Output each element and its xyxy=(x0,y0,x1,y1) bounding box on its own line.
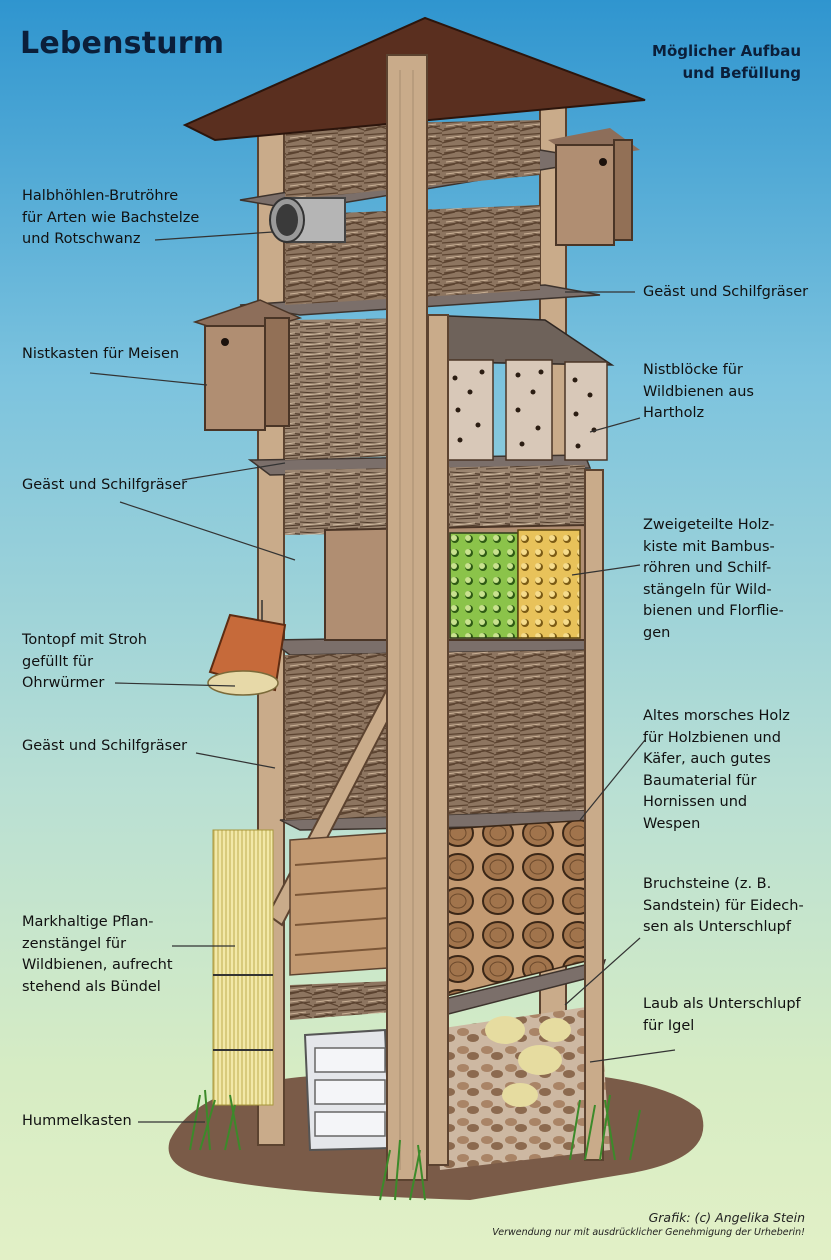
label-line: stehend als Bündel xyxy=(22,978,161,995)
label-line: zenstängel für xyxy=(22,935,127,952)
label-line: Laub als Unterschlupf xyxy=(643,996,801,1012)
label-line: gen xyxy=(643,624,671,641)
label-line: Sandstein) für Eidech- xyxy=(643,897,804,914)
label-line: Geäst und Schilfgräser xyxy=(22,477,188,493)
label-holzkiste: Zweigeteilte Holz- kiste mit Bambus- röh… xyxy=(643,515,784,644)
label-laub: Laub als Unterschlupf für Igel xyxy=(643,994,801,1037)
label-line: Ohrwürmer xyxy=(22,675,105,691)
label-bruchsteine: Bruchsteine (z. B. Sandstein) für Eidech… xyxy=(643,874,804,939)
label-line: Wildbienen, aufrecht xyxy=(22,957,173,973)
label-nistbloecke: Nistblöcke für Wildbienen aus Hartholz xyxy=(643,360,754,425)
image-credit: Grafik: (c) Angelika Stein Verwendung nu… xyxy=(492,1210,805,1238)
label-morsches-holz: Altes morsches Holz für Holzbienen und K… xyxy=(643,706,790,835)
label-geaest-mid: Geäst und Schilfgräser xyxy=(22,475,187,497)
label-line: Käfer, auch gutes xyxy=(643,751,771,767)
label-line: Tontopf mit Stroh xyxy=(22,632,147,648)
leader-lines xyxy=(89,231,676,1123)
label-line: für Holzbienen und xyxy=(643,729,781,746)
label-nistkasten: Nistkasten für Meisen xyxy=(22,344,179,366)
page-title: Lebensturm xyxy=(20,26,225,61)
divided-wooden-box xyxy=(324,523,586,641)
credit-author: Grafik: (c) Angelika Stein xyxy=(648,1210,805,1225)
nesting-tube xyxy=(269,197,346,243)
label-line: Hummelkasten xyxy=(22,1113,132,1129)
bumblebee-box xyxy=(303,1028,392,1152)
label-line: Hornissen und xyxy=(643,794,748,810)
subtitle-line-2: und Befüllung xyxy=(682,64,801,82)
subtitle-line-1: Möglicher Aufbau xyxy=(652,42,801,60)
label-line: Geäst und Schilfgräser xyxy=(643,284,809,300)
label-hummelkasten: Hummelkasten xyxy=(22,1111,132,1133)
clay-pot xyxy=(207,600,287,696)
post-front-right xyxy=(584,469,604,1161)
credit-usage-note: Verwendung nur mit ausdrücklicher Genehm… xyxy=(492,1227,805,1238)
label-line: Wildbienen aus xyxy=(643,383,754,400)
label-line: Baumaterial für xyxy=(643,772,757,789)
label-line: bienen und Florflie- xyxy=(643,603,784,619)
label-halbhoehlen: Halbhöhlen-Brutröhre für Arten wie Bachs… xyxy=(22,186,199,251)
label-line: Altes morsches Holz xyxy=(643,708,790,724)
label-line: Halbhöhlen-Brutröhre xyxy=(22,188,179,204)
label-line: kiste mit Bambus- xyxy=(643,538,775,555)
label-line: für Arten wie Bachstelze xyxy=(22,209,200,226)
label-tontopf: Tontopf mit Stroh gefüllt für Ohrwürmer xyxy=(22,630,147,695)
post-front-center xyxy=(386,54,428,1181)
birdbox-tits xyxy=(192,299,303,431)
label-line: Markhaltige Pflan- xyxy=(22,914,154,930)
label-line: Geäst und Schilfgräser xyxy=(22,738,188,754)
label-line: Nistblöcke für xyxy=(643,362,743,378)
label-line: Nistkasten für Meisen xyxy=(22,346,180,362)
label-line: Zweigeteilte Holz- xyxy=(643,517,775,533)
label-line: gefüllt für xyxy=(22,653,94,670)
label-line: Wespen xyxy=(643,815,701,832)
label-geaest-top: Geäst und Schilfgräser xyxy=(643,282,808,304)
page-subtitle: Möglicher Aufbau und Befüllung xyxy=(652,40,801,84)
label-geaest-low: Geäst und Schilfgräser xyxy=(22,736,187,758)
label-line: Bruchsteine (z. B. xyxy=(643,876,772,892)
nest-blocks-hardwood xyxy=(423,314,615,461)
plant-stem-bundle xyxy=(212,829,274,1106)
birdbox-top-right xyxy=(548,128,640,246)
post-front-mid xyxy=(427,314,449,1166)
label-line: Hartholz xyxy=(643,405,705,421)
label-line: röhren und Schilf- xyxy=(643,560,772,576)
label-line: sen als Unterschlupf xyxy=(643,919,791,935)
label-line: für Igel xyxy=(643,1017,695,1034)
label-line: und Rotschwanz xyxy=(22,231,141,247)
sandstones xyxy=(485,1016,571,1107)
label-line: stängeln für Wild- xyxy=(643,581,772,598)
label-pflanzenstaengel: Markhaltige Pflan- zenstängel für Wildbi… xyxy=(22,912,173,998)
